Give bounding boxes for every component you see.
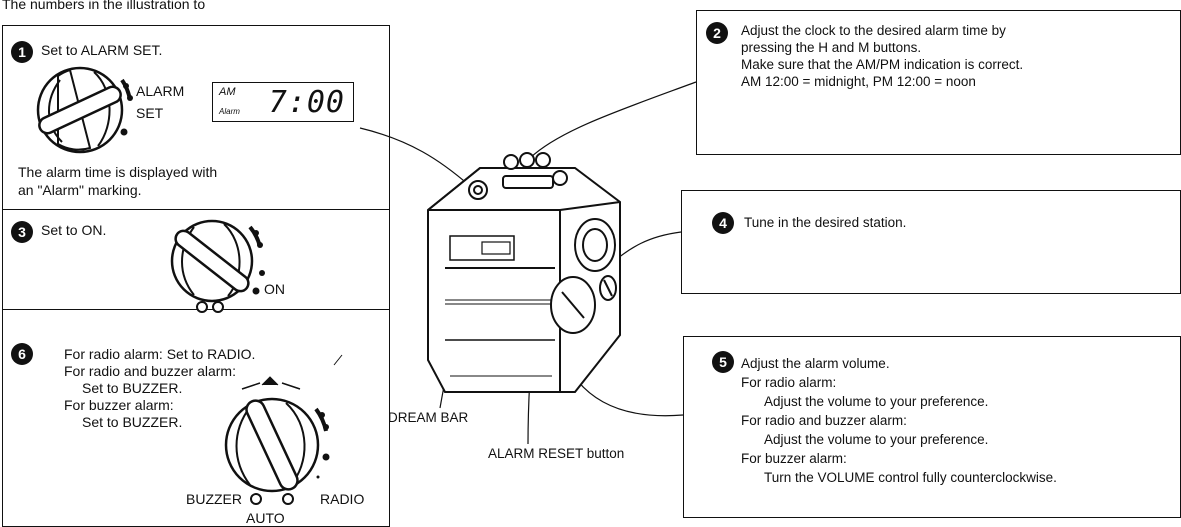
step3-instruction: Set to ON. bbox=[41, 222, 107, 238]
step6-label-radio: RADIO bbox=[320, 491, 365, 507]
step1-knob-label-alarm: ALARM bbox=[136, 83, 185, 99]
header-text: The numbers in the illustration to bbox=[2, 0, 206, 12]
lcd-ampm: AM bbox=[219, 86, 236, 98]
leader-step1 bbox=[359, 127, 471, 187]
lcd-alarm-mark: Alarm bbox=[219, 107, 240, 116]
step1-note-line2: an "Alarm" marking. bbox=[18, 182, 142, 198]
step4-number: 4 bbox=[712, 212, 734, 234]
step6-line4: For buzzer alarm: bbox=[64, 397, 174, 413]
step5-line7: Turn the VOLUME control fully counterclo… bbox=[764, 470, 1057, 485]
step6-label-auto: AUTO bbox=[246, 510, 285, 526]
step4-instruction: Tune in the desired station. bbox=[744, 215, 907, 230]
step2-panel bbox=[696, 10, 1181, 155]
step6-line2: For radio and buzzer alarm: bbox=[64, 363, 236, 379]
lcd-time: 7:00 bbox=[268, 85, 345, 120]
step3-number: 3 bbox=[11, 221, 33, 243]
step1-lcd-display: AM Alarm 7:00 bbox=[212, 82, 354, 122]
step6-number: 6 bbox=[11, 343, 33, 365]
step5-panel bbox=[683, 336, 1181, 518]
dream-bar-label: DREAM BAR bbox=[388, 410, 469, 425]
step2-number: 2 bbox=[706, 22, 728, 44]
step5-line2: For radio alarm: bbox=[741, 375, 837, 390]
step4-panel bbox=[681, 190, 1181, 294]
step3-knob-label-on: ON bbox=[264, 281, 285, 297]
step5-line3: Adjust the volume to your preference. bbox=[764, 394, 989, 409]
leader-step2 bbox=[529, 81, 697, 159]
step1-knob-label-set: SET bbox=[136, 105, 164, 121]
step5-line4: For radio and buzzer alarm: bbox=[741, 413, 907, 428]
step5-line6: For buzzer alarm: bbox=[741, 451, 847, 466]
step6-line5: Set to BUZZER. bbox=[82, 414, 183, 430]
step1-number: 1 bbox=[11, 41, 33, 63]
step2-line1: Adjust the clock to the desired alarm ti… bbox=[741, 23, 1006, 38]
step6-line1: For radio alarm: Set to RADIO. bbox=[64, 346, 256, 362]
step6-line3: Set to BUZZER. bbox=[82, 380, 183, 396]
step6-panel bbox=[2, 309, 390, 527]
step2-line2: pressing the H and M buttons. bbox=[741, 40, 922, 55]
step1-instruction: Set to ALARM SET. bbox=[41, 42, 163, 58]
step1-note-line1: The alarm time is displayed with bbox=[18, 164, 218, 180]
step6-label-buzzer: BUZZER bbox=[186, 491, 242, 507]
step5-line5: Adjust the volume to your preference. bbox=[764, 432, 989, 447]
step2-line3: Make sure that the AM/PM indication is c… bbox=[741, 57, 1024, 72]
step5-line1: Adjust the alarm volume. bbox=[741, 356, 890, 371]
alarm-reset-label: ALARM RESET button bbox=[488, 446, 625, 461]
step2-line4: AM 12:00 = midnight, PM 12:00 = noon bbox=[741, 74, 976, 89]
step5-number: 5 bbox=[712, 351, 734, 373]
